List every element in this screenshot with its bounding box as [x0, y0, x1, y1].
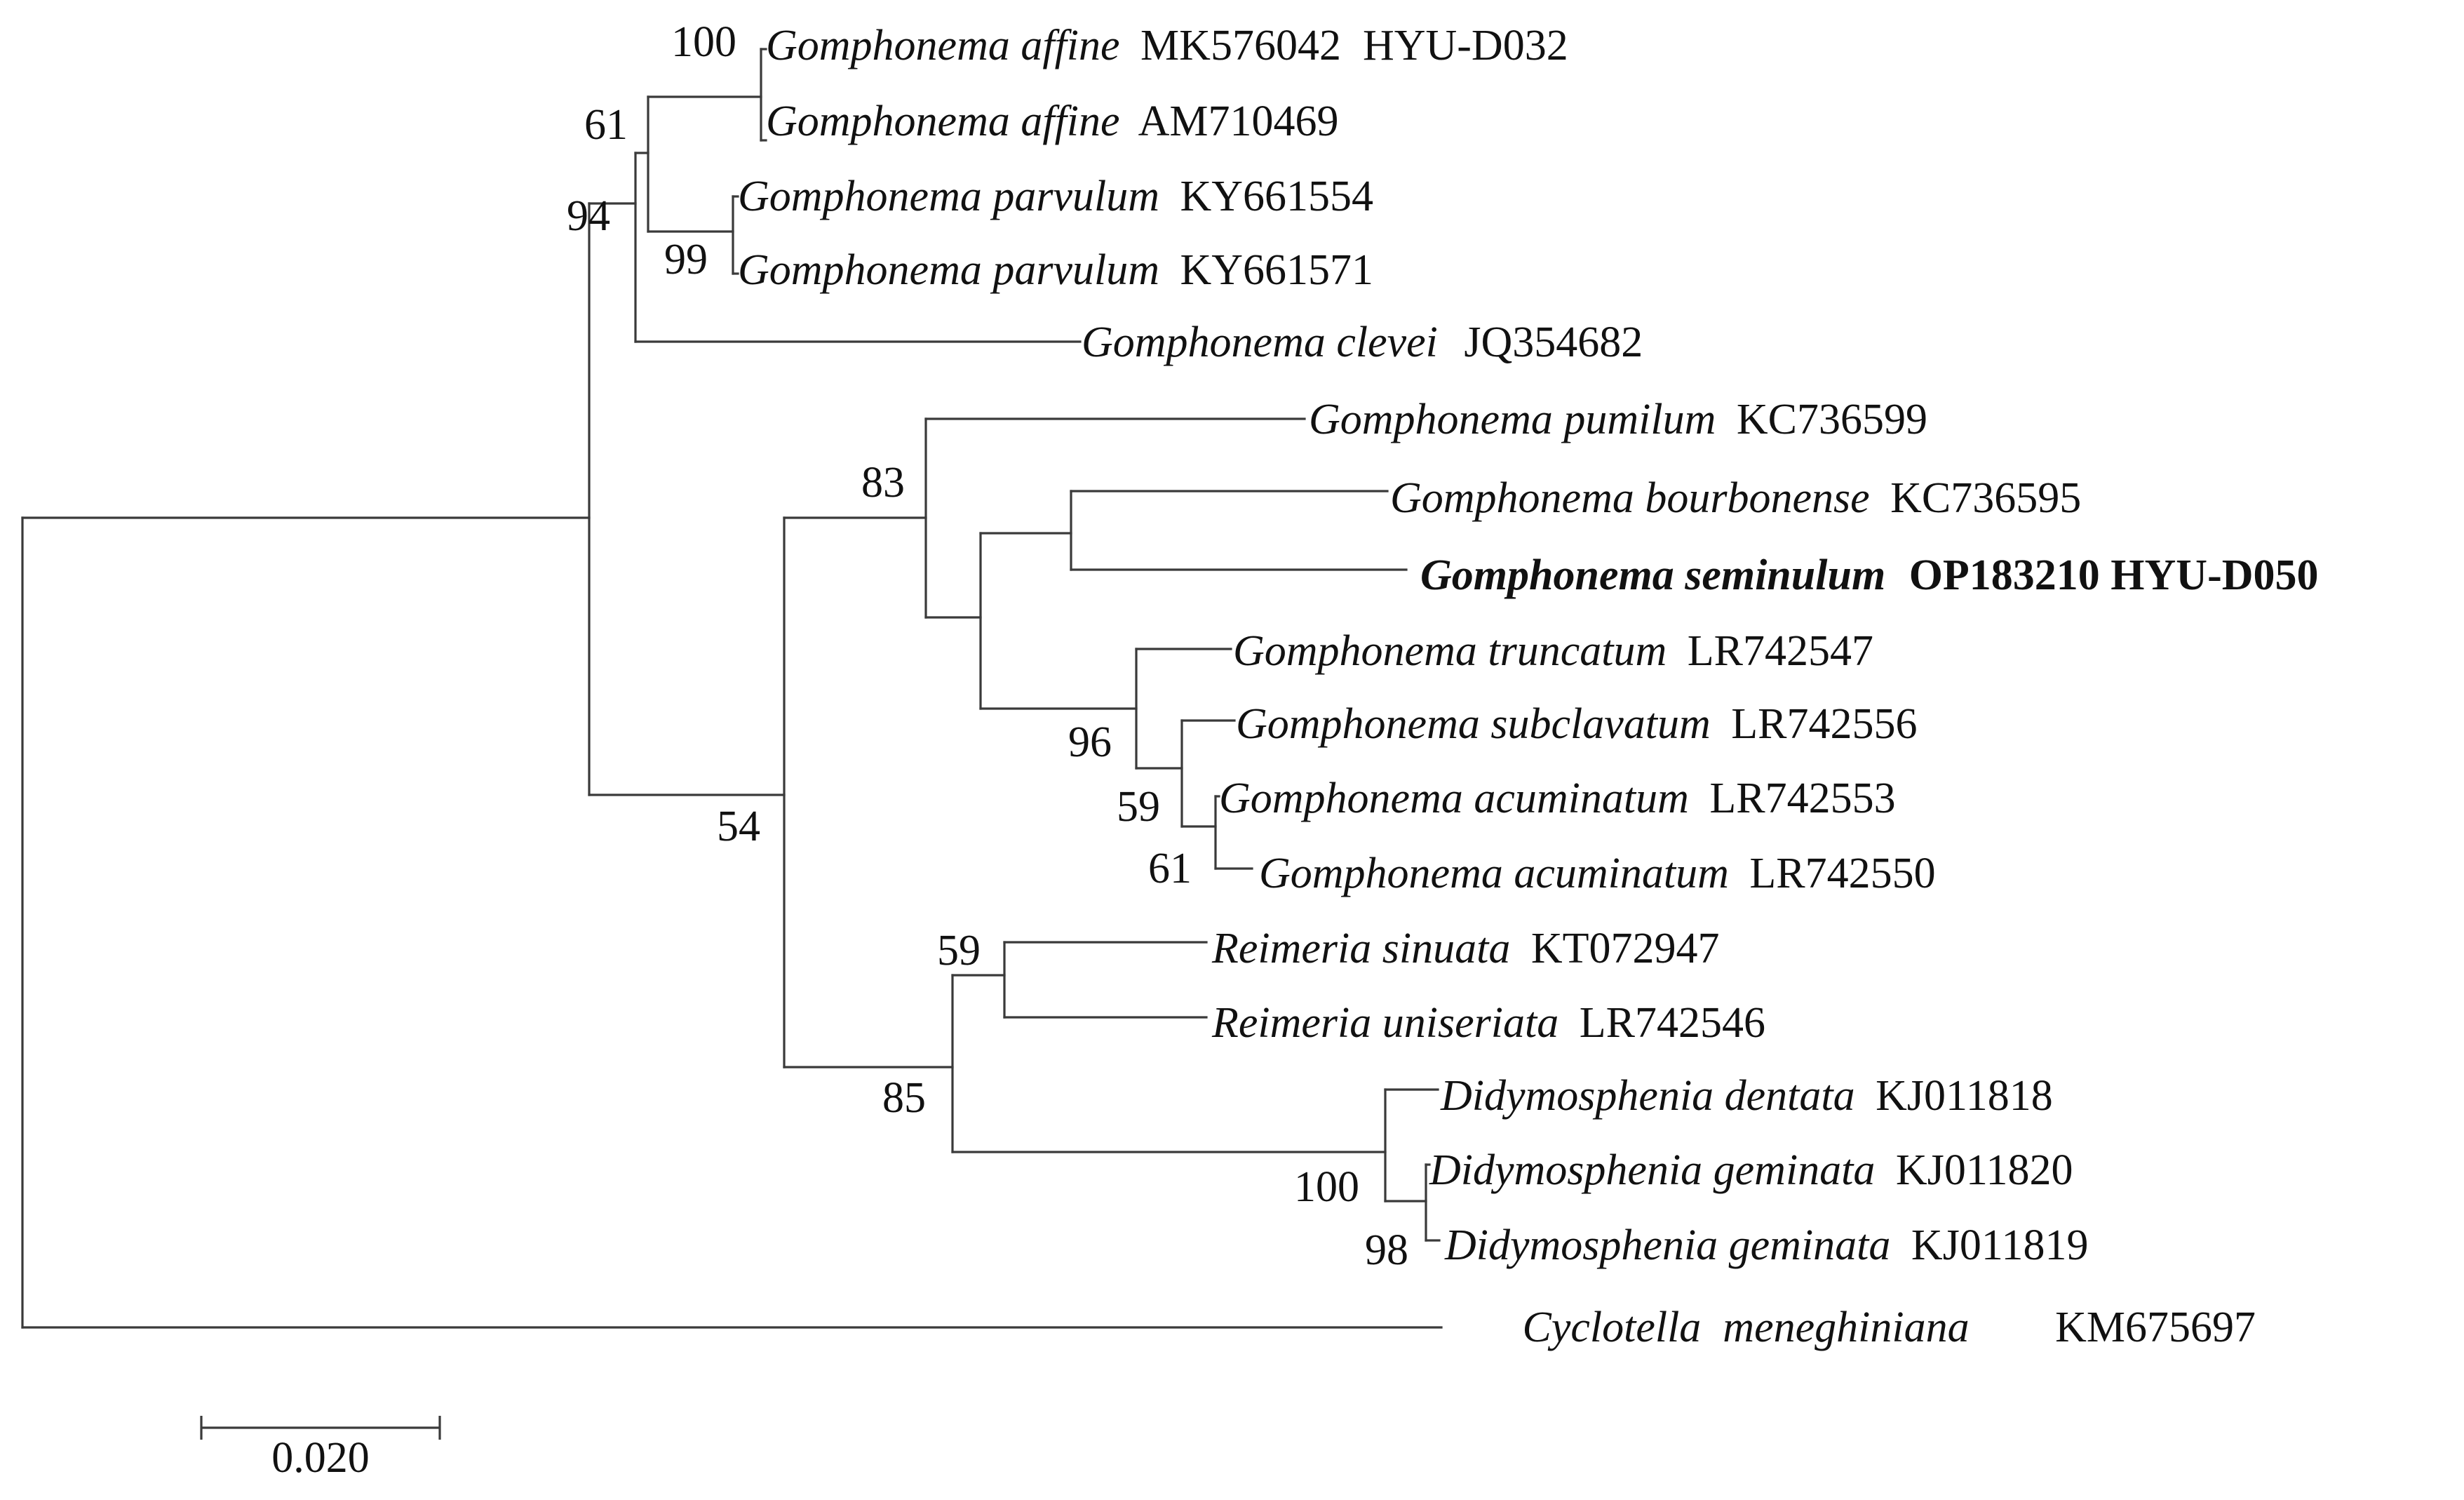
taxon-label: Gomphonema affine MK576042 HYU-D032	[766, 22, 1568, 69]
taxon-accession: LR742550	[1749, 850, 1935, 897]
taxon-name: Gomphonema clevei	[1082, 319, 1438, 366]
taxon-accession: AM710469	[1138, 98, 1339, 145]
taxon-name: Cyclotella meneghiniana	[1523, 1304, 1970, 1351]
taxon-name: Gomphonema pumilum	[1309, 396, 1716, 443]
support-value: 54	[717, 803, 760, 850]
taxon-accession: KJ011818	[1876, 1072, 2053, 1120]
taxon-label: Gomphonema pumilum KC736599	[1309, 396, 1927, 443]
taxon-accession: LR742553	[1709, 775, 1895, 822]
scale-bar-label: 0.020	[271, 1434, 370, 1482]
taxon-name: Gomphonema subclavatum	[1236, 700, 1711, 748]
taxon-name: Reimeria uniseriata	[1211, 999, 1558, 1047]
taxon-accession: KC736599	[1737, 396, 1927, 443]
taxon-accession: OP183210 HYU-D050	[1909, 551, 2319, 599]
taxon-accession: KY661554	[1180, 173, 1374, 220]
taxon-accession: KM675697	[2055, 1304, 2256, 1351]
taxon-accession: LR742546	[1580, 999, 1765, 1047]
taxon-name: Gomphonema acuminatum	[1219, 775, 1689, 822]
taxon-labels: Gomphonema affine MK576042 HYU-D032 Gomp…	[738, 22, 2319, 1351]
taxon-name: Gomphonema bourbonense	[1390, 474, 1870, 522]
taxon-name: Gomphonema parvulum	[738, 246, 1159, 294]
support-value: 98	[1365, 1226, 1408, 1274]
support-value: 100	[1294, 1163, 1359, 1211]
taxon-accession: LR742556	[1731, 700, 1917, 748]
taxon-accession: KJ011820	[1896, 1146, 2073, 1194]
support-value: 83	[861, 459, 905, 507]
taxon-accession: KT072947	[1531, 925, 1720, 972]
taxon-accession: KC736595	[1890, 474, 2081, 522]
support-value: 59	[1117, 783, 1160, 831]
support-value: 85	[882, 1074, 926, 1122]
support-value: 96	[1068, 718, 1112, 766]
taxon-label: Gomphonema acuminatum LR742550	[1259, 850, 1936, 897]
tree-branches	[21, 48, 1443, 1329]
support-value: 61	[584, 101, 628, 149]
taxon-accession: MK576042 HYU-D032	[1140, 22, 1568, 69]
taxon-label: Gomphonema acuminatum LR742553	[1219, 775, 1896, 822]
taxon-label-highlighted: Gomphonema seminulum OP183210 HYU-D050	[1420, 551, 2319, 599]
taxon-label: Didymosphenia geminata KJ011820	[1429, 1146, 2073, 1194]
taxon-label: Gomphonema truncatum LR742547	[1233, 627, 1873, 675]
taxon-accession: LR742547	[1688, 627, 1873, 675]
taxon-name: Didymosphenia dentata	[1440, 1072, 1855, 1120]
support-value: 59	[937, 927, 981, 975]
taxon-accession: KY661571	[1180, 246, 1374, 294]
scale-bar: 0.020	[200, 1416, 441, 1482]
taxon-label: Gomphonema parvulum KY661554	[738, 173, 1373, 220]
taxon-label: Gomphonema bourbonense KC736595	[1390, 474, 2081, 522]
taxon-accession: JQ354682	[1464, 319, 1643, 366]
taxon-accession: KJ011819	[1911, 1221, 2089, 1269]
taxon-label: Didymosphenia dentata KJ011818	[1440, 1072, 2053, 1120]
support-values: 100 61 94 99 83 96 59 61 54 59 85 100 98	[567, 18, 1408, 1274]
taxon-label: Gomphonema parvulum KY661571	[738, 246, 1373, 294]
taxon-name: Gomphonema truncatum	[1233, 627, 1667, 675]
taxon-label: Gomphonema clevei JQ354682	[1082, 319, 1643, 366]
taxon-name: Gomphonema affine	[766, 22, 1120, 69]
taxon-name: Didymosphenia geminata	[1444, 1221, 1890, 1269]
taxon-name: Didymosphenia geminata	[1429, 1146, 1875, 1194]
taxon-label: Didymosphenia geminata KJ011819	[1444, 1221, 2089, 1269]
taxon-label: Cyclotella meneghiniana KM675697	[1446, 1304, 2310, 1351]
taxon-name: Gomphonema parvulum	[738, 173, 1159, 220]
taxon-label: Gomphonema affine AM710469	[766, 98, 1339, 145]
taxon-name: Gomphonema seminulum	[1420, 551, 1885, 599]
support-value: 94	[567, 192, 610, 240]
taxon-label: Gomphonema subclavatum LR742556	[1236, 700, 1917, 748]
taxon-label: Reimeria sinuata KT072947	[1211, 925, 1720, 972]
support-value: 61	[1148, 845, 1192, 892]
taxon-name: Gomphonema acuminatum	[1259, 850, 1729, 897]
support-value: 100	[671, 18, 736, 66]
support-value: 99	[664, 236, 708, 283]
taxon-name: Reimeria sinuata	[1211, 925, 1510, 972]
taxon-label: Reimeria uniseriata LR742546	[1211, 999, 1765, 1047]
taxon-name: Gomphonema affine	[766, 98, 1120, 145]
